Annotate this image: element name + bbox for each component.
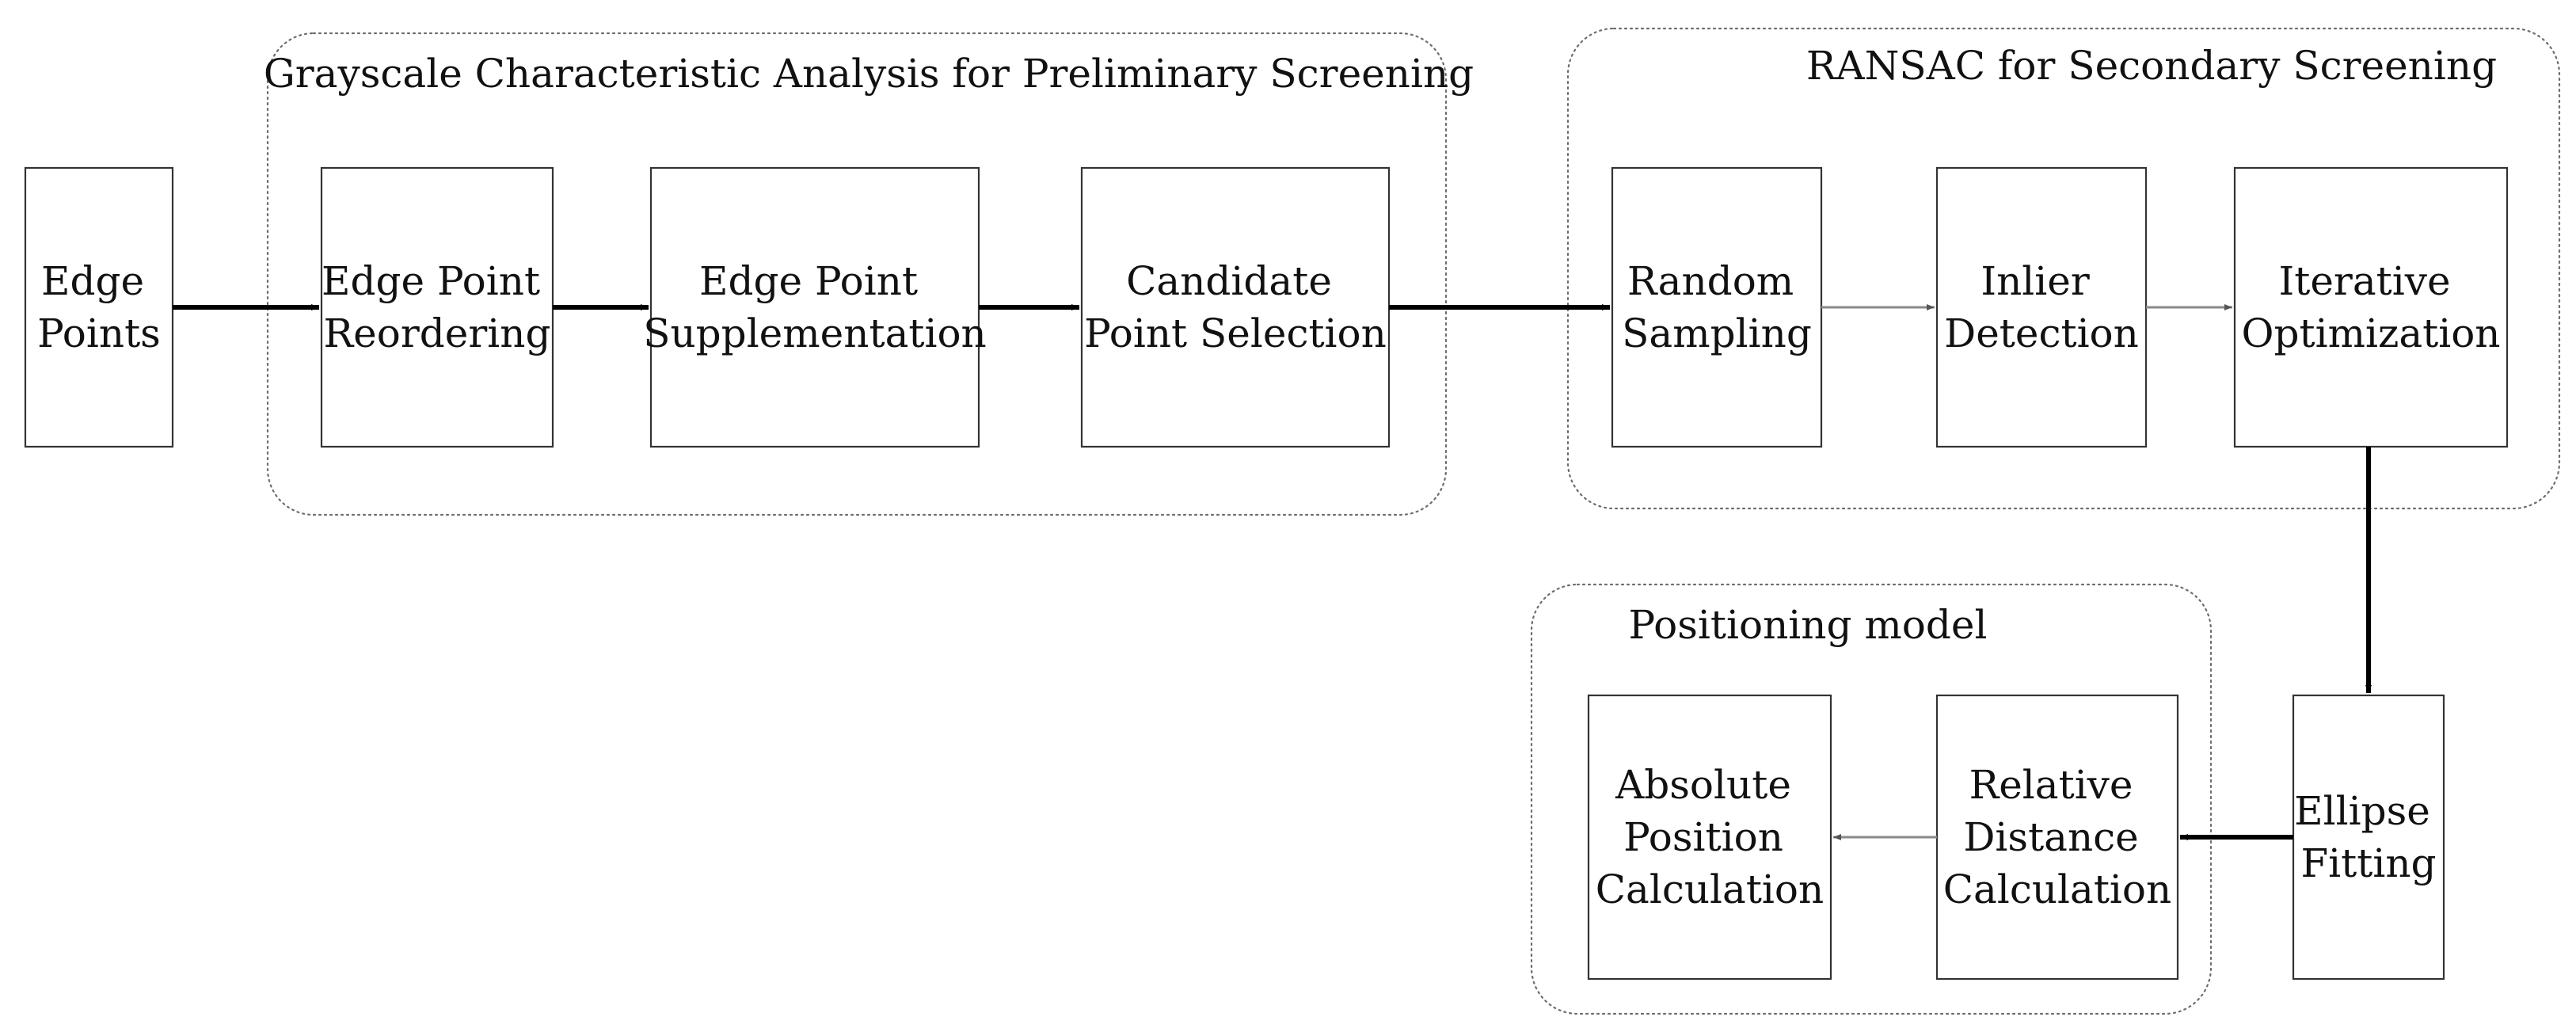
- node-random-sampling-line-2: Sampling: [1622, 310, 1812, 356]
- node-edge-points-line-1: Edge: [41, 258, 144, 304]
- node-random-sampling: Random Sampling: [1611, 166, 1823, 448]
- node-ellipse-fitting-line-1: Ellipse: [2294, 788, 2430, 834]
- node-absolute-position-calculation-line-1: Absolute: [1615, 762, 1791, 808]
- svg-text:Relative Distance: Relative Distance Calculation: [1943, 762, 2171, 912]
- node-relative-distance-calculation: Relative Distance Calculation: [1935, 694, 2179, 981]
- node-absolute-position-calculation-line-3: Calculation: [1596, 866, 1824, 912]
- node-absolute-position-calculation-line-2: Position: [1623, 814, 1783, 860]
- node-iterative-optimization-line-2: Optimization: [2241, 310, 2500, 356]
- group-grayscale: Grayscale Characteristic Analysis for Pr…: [264, 32, 1474, 516]
- node-inlier-detection-line-2: Detection: [1944, 310, 2139, 356]
- node-edge-point-reordering-line-1: Edge Point: [322, 258, 540, 304]
- node-edge-point-supplementation: Edge Point Supplementation: [643, 166, 987, 448]
- node-ellipse-fitting: Ellipse Fitting: [2292, 694, 2445, 981]
- svg-text:Random Sampling: Random Sampling: [1622, 258, 1812, 356]
- svg-text:Edge Point Reordering: Edge Point Reordering: [322, 258, 553, 356]
- node-inlier-detection: Inlier Detection: [1935, 166, 2148, 448]
- node-candidate-point-selection-line-1: Candidate: [1126, 258, 1332, 304]
- node-iterative-optimization: Iterative Optimization: [2233, 166, 2509, 448]
- node-edge-point-reordering-line-2: Reordering: [324, 310, 551, 356]
- node-edge-point-reordering: Edge Point Reordering: [320, 166, 554, 448]
- node-edge-point-supplementation-line-1: Edge Point: [699, 258, 918, 304]
- group-ransac: RANSAC for Secondary Screening: [1566, 27, 2561, 510]
- node-relative-distance-calculation-line-1: Relative: [1969, 762, 2133, 808]
- node-edge-points: Edge Points: [24, 166, 174, 448]
- node-relative-distance-calculation-line-3: Calculation: [1943, 866, 2171, 912]
- node-inlier-detection-line-1: Inlier: [1981, 258, 2090, 304]
- svg-text:Ellipse Fitting: Ellipse Fitting: [2294, 788, 2443, 886]
- node-ellipse-fitting-line-2: Fitting: [2300, 840, 2436, 886]
- svg-text:Iterative Optimization: Iterative Optimization: [2241, 258, 2500, 356]
- node-relative-distance-calculation-line-2: Distance: [1963, 814, 2138, 860]
- node-candidate-point-selection: Candidate Point Selection: [1080, 166, 1391, 448]
- node-iterative-optimization-line-1: Iterative: [2279, 258, 2451, 304]
- group-positioning: Positioning model: [1530, 583, 2213, 1015]
- group-positioning-title: Positioning model: [1629, 602, 1988, 648]
- svg-text:Absolute Position: Absolute Position Calculation: [1596, 762, 1824, 912]
- node-absolute-position-calculation: Absolute Position Calculation: [1587, 694, 1832, 981]
- node-edge-point-supplementation-line-2: Supplementation: [643, 310, 987, 356]
- svg-text:Candidate Point Select: Candidate Point Selection: [1084, 258, 1387, 356]
- svg-text:Inlier Detection: Inlier Detection: [1944, 258, 2139, 356]
- group-grayscale-title: Grayscale Characteristic Analysis for Pr…: [264, 51, 1474, 97]
- svg-text:Edge Point Supplementa: Edge Point Supplementation: [643, 258, 987, 356]
- group-ransac-title: RANSAC for Secondary Screening: [1806, 43, 2497, 89]
- node-random-sampling-line-1: Random: [1627, 258, 1794, 304]
- node-candidate-point-selection-line-2: Point Selection: [1084, 310, 1387, 356]
- svg-text:Edge Points: Edge Points: [37, 258, 161, 356]
- node-edge-points-line-2: Points: [37, 310, 161, 356]
